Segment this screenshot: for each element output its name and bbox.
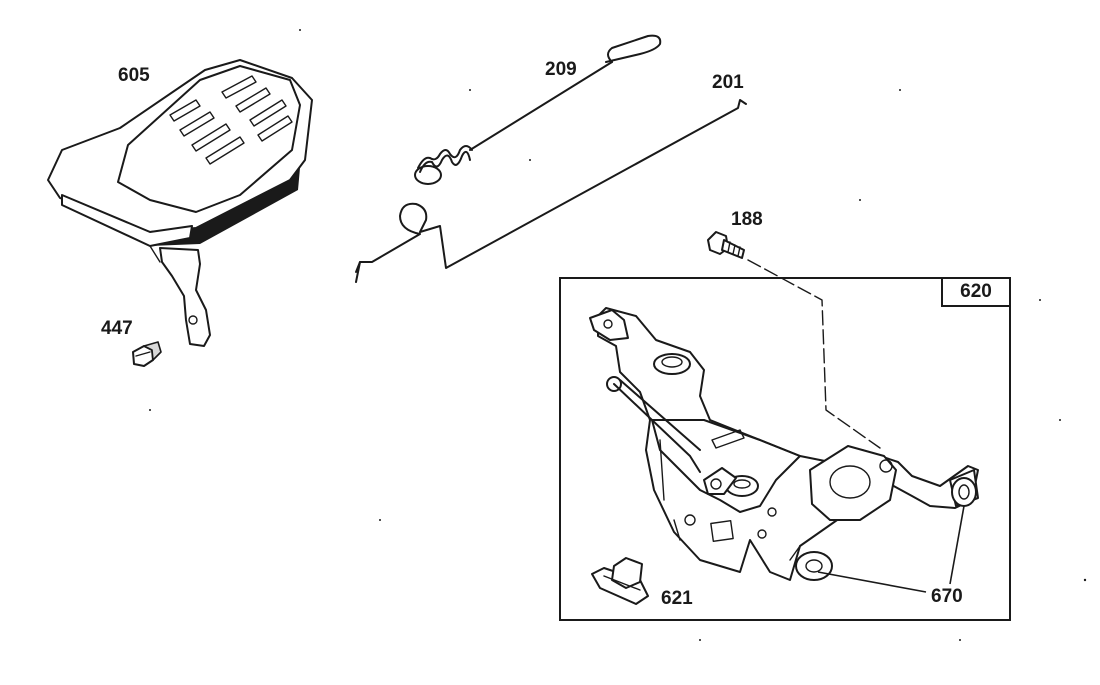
part-label-621: 621 — [661, 588, 693, 609]
scan-speckles — [149, 29, 1087, 641]
part-188-bolt — [707, 231, 881, 449]
part-label-188: 188 — [731, 209, 763, 230]
part-209-spring — [414, 34, 662, 185]
part-670-callouts — [817, 505, 965, 593]
assembly-frame-620: 620 — [559, 277, 1011, 621]
part-label-209: 209 — [545, 59, 577, 80]
part-label-605: 605 — [118, 65, 150, 86]
part-label-670: 670 — [931, 586, 963, 607]
part-label-201: 201 — [712, 72, 744, 93]
part-label-620: 620 — [941, 277, 1011, 307]
part-620-bracket — [589, 307, 979, 581]
part-605-cover — [47, 59, 313, 347]
part-label-447: 447 — [101, 318, 133, 339]
part-201-link — [355, 99, 747, 283]
part-621-clip — [591, 557, 649, 605]
part-447-screw — [132, 341, 162, 367]
